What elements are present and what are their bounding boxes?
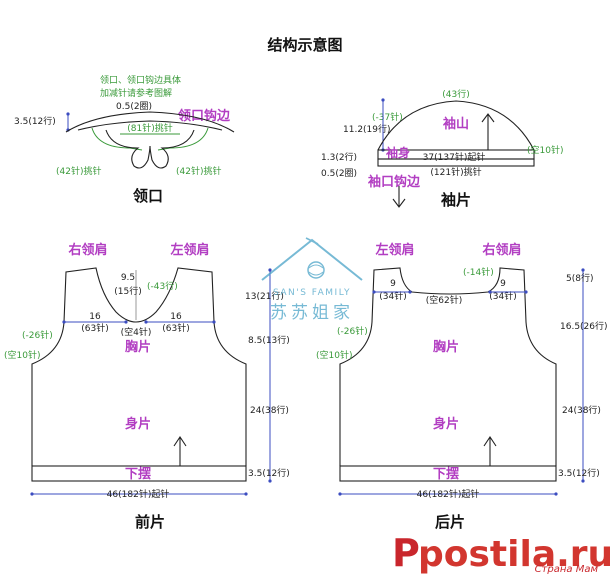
- collar-edge-label: 领口钩边: [178, 108, 231, 124]
- collar-left-depth: 3.5(12行): [14, 115, 56, 127]
- back-body: 身片: [433, 416, 459, 432]
- front-left-sts: (63针): [81, 322, 108, 334]
- front-neck-dec: (-43行): [147, 280, 178, 292]
- front-body: 身片: [125, 416, 151, 432]
- back-center-space: (空62针): [426, 294, 462, 306]
- front-caption: 前片: [135, 513, 165, 531]
- brand-cn: 苏苏姐家: [270, 303, 354, 323]
- front-neck-depth: 9.5: [121, 273, 135, 283]
- collar-diagram: 领口、领口钩边具体 加减针请参考图解 0.5(2圈) 3.5(12行) 领口钩边…: [14, 74, 235, 205]
- sleeve-cuff-width: (121针)挑针: [430, 166, 481, 178]
- front-right-width: 16: [170, 312, 182, 322]
- collar-top-margin: 0.5(2圈): [116, 101, 152, 112]
- back-left-w: 9: [390, 279, 396, 289]
- collar-note-2: 加减针请参考图解: [100, 87, 172, 99]
- front-shoulder-depth: 13(21行): [245, 290, 284, 302]
- sleeve-cap-height: 11.2(19行): [343, 123, 391, 135]
- sleeve-cap-label: 袖山: [443, 116, 469, 132]
- front-left-width: 16: [89, 312, 101, 322]
- back-neck-height: 5(8行): [566, 272, 593, 284]
- front-chest: 胸片: [125, 339, 151, 355]
- collar-pickup: (81针)挑针: [127, 122, 172, 134]
- back-right-shoulder: 右领肩: [481, 242, 521, 258]
- back-hem: 下摆: [433, 466, 459, 482]
- postila-site-cyr: Страна Мам: [535, 564, 599, 575]
- diagram-title: 结构示意图: [267, 36, 342, 54]
- sleeve-caption: 袖片: [441, 191, 471, 209]
- collar-note-1: 领口、领口钩边具体: [100, 74, 181, 86]
- sleeve-cuff-label: 袖口钩边: [368, 174, 421, 190]
- sleeve-body-label: 袖身: [386, 145, 410, 160]
- front-left-shoulder: 左领肩: [170, 242, 209, 258]
- front-body-height: 24(38行): [250, 404, 289, 416]
- sleeve-top-width: (43行): [442, 88, 469, 100]
- brand-en: SAN'S FAMILY: [273, 288, 351, 298]
- sleeve-body-height: 1.3(2行): [321, 151, 357, 163]
- back-piece: 左领肩 右领肩 (-14针) 9 (34针) 9 (34针) (空62针) (-…: [316, 242, 608, 531]
- back-chest: 胸片: [433, 339, 459, 355]
- sleeve-decrease: (-37针): [372, 111, 403, 123]
- back-hem-height: 3.5(12行): [558, 467, 600, 479]
- front-right-sts: (63针): [162, 322, 189, 334]
- postila-p-icon: P: [392, 531, 420, 575]
- collar-right-pickup: (42针)挑针: [176, 165, 221, 177]
- front-right-shoulder: 右领肩: [67, 242, 107, 258]
- brand-watermark: SAN'S FAMILY 苏苏姐家: [261, 237, 363, 323]
- sleeve-diagram: (43行) (-37针) 11.2(19行) 袖山 袖身 1.3(2行) 37(…: [321, 88, 563, 209]
- collar-caption: 领口: [132, 187, 163, 205]
- sleeve-space: (空10针): [527, 144, 563, 156]
- back-armhole-dec: (-26针): [337, 325, 368, 337]
- front-chest-height: 8.5(13行): [248, 334, 290, 346]
- back-caption: 后片: [435, 513, 465, 531]
- front-neck-rows: (15行): [114, 285, 141, 297]
- collar-left-pickup: (42针)挑针: [56, 165, 101, 177]
- front-center-space: (空4针): [121, 326, 152, 338]
- back-body-height: 24(38行): [562, 404, 601, 416]
- back-neck-dec: (-14针): [463, 266, 494, 278]
- back-upper-height: 16.5(26行): [560, 320, 608, 332]
- front-armhole-dec: (-26针): [22, 329, 53, 341]
- front-hem-height: 3.5(12行): [248, 467, 290, 479]
- front-hem: 下摆: [125, 466, 151, 482]
- sleeve-body-width: 37(137针)起针: [423, 151, 486, 163]
- front-armhole-space: (空10针): [4, 349, 40, 361]
- postila-watermark: P postila.ru Страна Мам: [392, 531, 610, 575]
- back-right-w: 9: [500, 279, 506, 289]
- back-cast-on: 46(182针)起针: [417, 488, 480, 500]
- sleeve-cuff-height: 0.5(2圈): [321, 168, 357, 179]
- front-cast-on: 46(182针)起针: [107, 488, 170, 500]
- back-armhole-space: (空10针): [316, 349, 352, 361]
- back-left-shoulder: 左领肩: [375, 242, 414, 258]
- front-piece: 右领肩 左领肩 9.5 (15行) (-43行) 16 (63针) 16 (63…: [4, 242, 290, 531]
- postila-site: postila.ru: [418, 534, 610, 575]
